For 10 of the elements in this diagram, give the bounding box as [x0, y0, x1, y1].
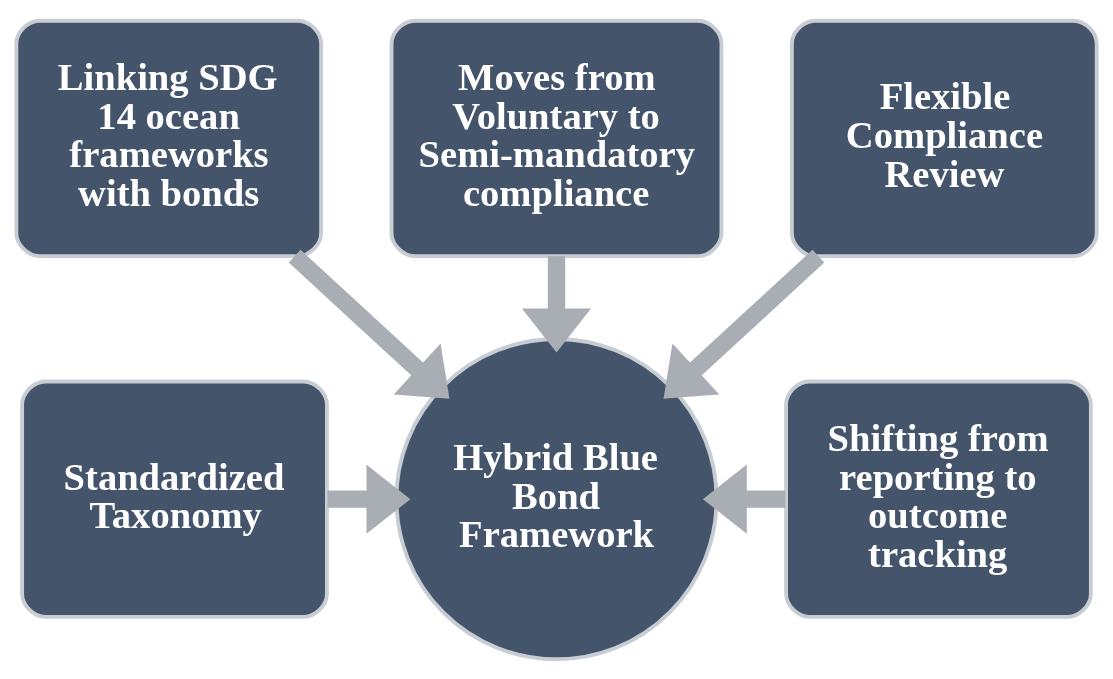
node-box: Moves from Voluntary to Semi-mandatory compliance [389, 18, 724, 258]
arrow [288, 249, 450, 399]
arrow [327, 464, 411, 534]
node-box: Flexible Compliance Review [789, 18, 1099, 258]
arrow [521, 255, 592, 352]
node-box: Shifting from reporting to outcome tracking [784, 379, 1093, 619]
node-box: Standardized Taxonomy [20, 379, 329, 619]
arrow [702, 464, 786, 534]
arrow [663, 249, 825, 399]
node-box: Linking SDG 14 ocean frameworks with bonds [14, 18, 324, 258]
